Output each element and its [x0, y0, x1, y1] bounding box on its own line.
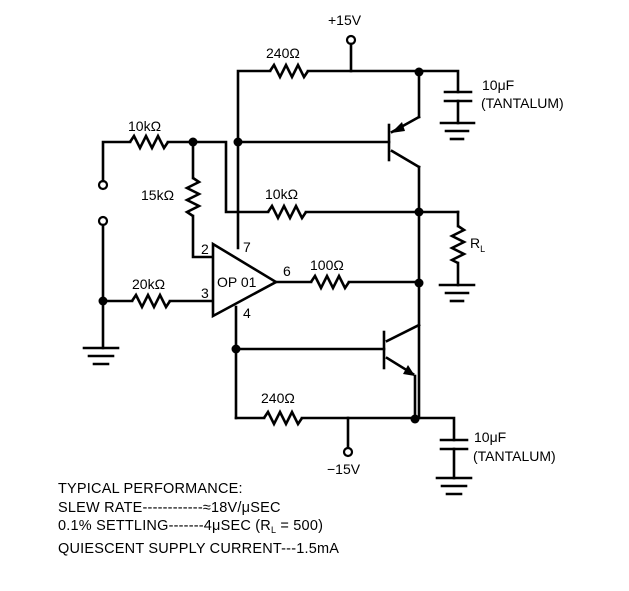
resistor-load [449, 224, 467, 265]
opamp-label: OP 01 [217, 274, 257, 290]
negative-supply-label: −15V [327, 461, 361, 477]
ground-icon [82, 346, 120, 366]
resistor-15k-label: 15kΩ [141, 187, 174, 203]
wire [236, 69, 272, 250]
transistor-npn-icon [382, 323, 421, 376]
resistor-100-label: 100Ω [310, 257, 344, 273]
performance-notes: TYPICAL PERFORMANCE: SLEW RATE----------… [58, 480, 339, 558]
positive-supply-label: +15V [328, 12, 362, 28]
resistor-10k-feedback [266, 203, 308, 221]
junction-dot [414, 207, 424, 217]
resistor-15k [184, 176, 202, 218]
resistor-100 [309, 273, 351, 291]
pin-4-label: 4 [243, 305, 251, 321]
resistor-240-bottom [262, 409, 304, 427]
resistor-10k-input [128, 133, 170, 151]
resistor-20k [130, 292, 172, 310]
negative-supply-terminal[interactable] [342, 446, 354, 458]
wire [300, 416, 456, 442]
performance-settling: 0.1% SETTLING-------4μSEC (RL = 500) [58, 518, 324, 535]
pin-6-label: 6 [283, 263, 291, 279]
pin-3-label: 3 [201, 285, 209, 301]
ground-icon [439, 121, 476, 141]
ground-icon [435, 476, 473, 496]
wire [101, 140, 132, 183]
junction-dot [414, 278, 424, 288]
wire [166, 140, 270, 214]
junction-dot [410, 414, 420, 424]
pin-7-label: 7 [243, 239, 251, 255]
transistor-pnp-icon [387, 115, 421, 169]
capacitor-top-value: 10μF [482, 77, 514, 93]
resistor-240-top [268, 62, 310, 80]
junction-dot [233, 137, 243, 147]
performance-title: TYPICAL PERFORMANCE: [58, 481, 243, 497]
resistor-240-bottom-label: 240Ω [261, 390, 295, 406]
pin-2-label: 2 [201, 241, 209, 257]
opamp-triangle [211, 241, 279, 319]
resistor-10k-input-label: 10kΩ [128, 118, 161, 134]
resistor-load-label: RL [470, 235, 485, 254]
ground-icon [438, 283, 476, 303]
capacitor-bottom-value: 10μF [474, 429, 506, 445]
resistor-10k-feedback-label: 10kΩ [265, 186, 298, 202]
performance-slew-rate: SLEW RATE------------≈18V/μSEC [58, 499, 281, 516]
wire [306, 69, 460, 94]
resistor-240-top-label: 240Ω [266, 45, 300, 61]
wire [191, 214, 215, 259]
resistor-20k-label: 20kΩ [132, 276, 165, 292]
capacitor-top-type: (TANTALUM) [481, 95, 564, 111]
performance-quiescent: QUIESCENT SUPPLY CURRENT---1.5mA [58, 540, 340, 557]
capacitor-bottom-type: (TANTALUM) [473, 448, 556, 464]
